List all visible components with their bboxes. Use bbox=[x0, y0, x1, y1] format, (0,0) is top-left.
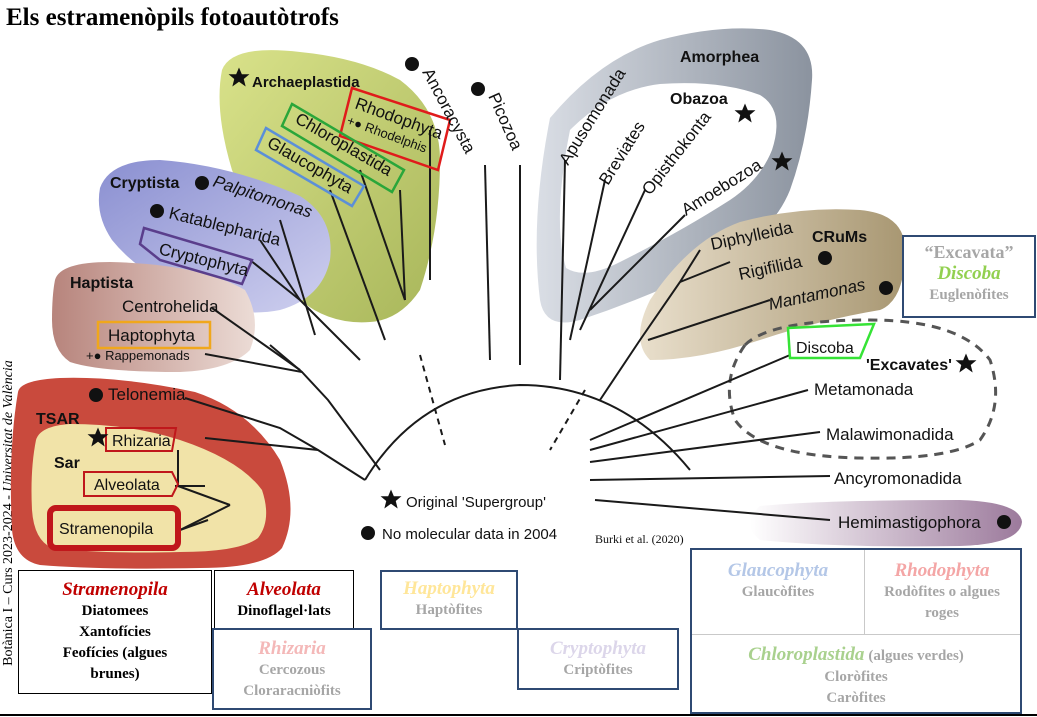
box-haptophyta: Haptophyta Haptòfites bbox=[380, 570, 518, 630]
citation: Burki et al. (2020) bbox=[595, 532, 684, 546]
taxon-telonemia: Telonemia bbox=[108, 385, 186, 404]
group-amorphea: Amorphea bbox=[680, 49, 759, 66]
chloroplastida-title: Chloroplastida bbox=[748, 644, 865, 665]
alveolata-outline bbox=[83, 471, 180, 497]
group-excavates: 'Excavates' bbox=[866, 357, 952, 374]
dot-icon bbox=[89, 388, 103, 402]
alveolata-line-1: Dinoflagel·lats bbox=[237, 603, 331, 619]
page-title: Els estramenòpils fotoautòtrofs bbox=[6, 4, 339, 31]
dot-icon bbox=[150, 204, 164, 218]
bottom-rule bbox=[0, 714, 1037, 716]
markers bbox=[87, 57, 1011, 540]
divider-vertical bbox=[864, 550, 865, 634]
haptophyta-title: Haptophyta bbox=[403, 578, 495, 599]
cryptophyta-title: Cryptophyta bbox=[549, 638, 647, 659]
excavates-dashed-region bbox=[727, 318, 998, 460]
rhizaria-outline bbox=[105, 427, 178, 452]
glaucophyta-title: Glaucophyta bbox=[727, 560, 829, 581]
chloroplastida-suffix: (algues verdes) bbox=[868, 648, 964, 664]
box-cryptophyta: Cryptophyta Criptòfites bbox=[517, 628, 679, 690]
group-crums: CRuMs bbox=[812, 229, 867, 246]
group-sar: Sar bbox=[54, 455, 80, 472]
uncertain-branches bbox=[419, 354, 586, 451]
rhodophyta-outline bbox=[338, 86, 452, 172]
alveolata-title: Alveolata bbox=[247, 579, 321, 600]
rhodophyta-title: Rhodophyta bbox=[894, 560, 990, 581]
rhodophyta-line-2: roges bbox=[925, 605, 959, 621]
box-excavata: “Excavata” Discoba Euglenòfites bbox=[902, 235, 1036, 318]
star-icon bbox=[734, 103, 756, 123]
chloroplastida-line-2: Caròfites bbox=[826, 690, 886, 706]
excavata-title: “Excavata” bbox=[924, 242, 1014, 262]
glaucophyta-line-1: Glaucòfites bbox=[741, 584, 815, 600]
stramenopila-line-3: Feofícies (algues bbox=[62, 645, 168, 661]
dot-icon bbox=[997, 515, 1011, 529]
chloroplastida-outline bbox=[280, 102, 406, 194]
divider-horizontal bbox=[692, 634, 1020, 635]
excavata-line: Euglenòfites bbox=[929, 287, 1009, 303]
star-icon bbox=[87, 427, 109, 447]
stramenopila-title: Stramenopila bbox=[62, 579, 168, 600]
legend-supergroup: Original 'Supergroup' bbox=[406, 494, 546, 511]
excavata-discoba: Discoba bbox=[937, 263, 1001, 284]
dot-icon bbox=[471, 82, 485, 96]
obazoa-region bbox=[559, 83, 777, 273]
stramenopila-line-2: Xantofícies bbox=[79, 624, 151, 640]
box-stramenopila: Stramenopila Diatomees Xantofícies Feofí… bbox=[18, 570, 212, 694]
box-glaucophyta: Glaucophyta Glaucòfites bbox=[692, 560, 864, 603]
box-chloroplastida: Chloroplastida (algues verdes) Cloròfite… bbox=[692, 644, 1020, 709]
group-haptista: Haptista bbox=[70, 275, 133, 292]
haptista-region bbox=[52, 262, 255, 372]
box-rhodophyta: Rhodophyta Rodòfites o algues roges bbox=[864, 560, 1020, 624]
star-icon bbox=[771, 151, 793, 171]
haptophyta-line-1: Haptòfites bbox=[415, 602, 483, 618]
taxon-malawimonadida: Malawimonadida bbox=[826, 425, 954, 444]
group-obazoa: Obazoa bbox=[670, 91, 728, 108]
rhizaria-line-2: Cloraracniòfits bbox=[243, 683, 341, 699]
taxon-hemimastigophora: Hemimastigophora bbox=[838, 513, 981, 532]
rhizaria-title: Rhizaria bbox=[258, 638, 326, 659]
taxon-stramenopila: Stramenopila bbox=[59, 521, 153, 538]
hemimastigophora-region bbox=[750, 500, 1022, 547]
cryptophyta-outline bbox=[138, 226, 254, 286]
haptophyta-outline bbox=[96, 320, 212, 350]
legend-nodata: No molecular data in 2004 bbox=[382, 526, 557, 543]
taxon-rhizaria: Rhizaria bbox=[112, 433, 171, 450]
taxon-ancyromonadida: Ancyromonadida bbox=[834, 469, 962, 488]
rhodophyta-line-1: Rodòfites o algues bbox=[884, 584, 1000, 600]
dot-icon bbox=[818, 251, 832, 265]
taxon-haptophyta: Haptophyta bbox=[108, 326, 195, 345]
dot-icon bbox=[195, 176, 209, 190]
box-rhizaria: Rhizaria Cercozous Cloraracniòfits bbox=[212, 628, 372, 710]
taxon-rappemonads: +● Rappemonads bbox=[86, 348, 190, 363]
group-tsar: TSAR bbox=[36, 411, 80, 428]
star-icon bbox=[380, 489, 402, 509]
chloroplastida-line-1: Cloròfites bbox=[824, 669, 888, 685]
taxon-discoba: Discoba bbox=[796, 340, 854, 357]
taxon-picozoa: Picozoa bbox=[484, 90, 526, 153]
rhizaria-line-1: Cercozous bbox=[258, 662, 326, 678]
rappemonads-label: Rappemonads bbox=[105, 348, 190, 363]
group-archaeplastida: Archaeplastida bbox=[252, 74, 360, 91]
group-cryptista: Cryptista bbox=[110, 175, 179, 192]
star-icon bbox=[955, 353, 977, 373]
dot-icon bbox=[879, 281, 893, 295]
glaucophyta-outline bbox=[254, 126, 366, 208]
stramenopila-line-1: Diatomees bbox=[81, 603, 149, 619]
star-icon bbox=[228, 67, 250, 87]
box-archaeplastida: Glaucophyta Glaucòfites Rhodophyta Rodòf… bbox=[690, 548, 1022, 714]
taxon-metamonada: Metamonada bbox=[814, 380, 914, 399]
taxon-centrohelida: Centrohelida bbox=[122, 297, 219, 316]
taxon-alveolata: Alveolata bbox=[94, 477, 160, 494]
stramenopila-outline bbox=[47, 505, 181, 551]
crums-region bbox=[640, 209, 905, 360]
dot-icon bbox=[361, 526, 375, 540]
stramenopila-line-4: brunes) bbox=[90, 666, 140, 682]
cryptophyta-line-1: Criptòfites bbox=[563, 662, 633, 678]
box-alveolata: Alveolata Dinoflagel·lats bbox=[214, 570, 354, 630]
dot-icon bbox=[405, 57, 419, 71]
discoba-outline bbox=[786, 322, 876, 360]
